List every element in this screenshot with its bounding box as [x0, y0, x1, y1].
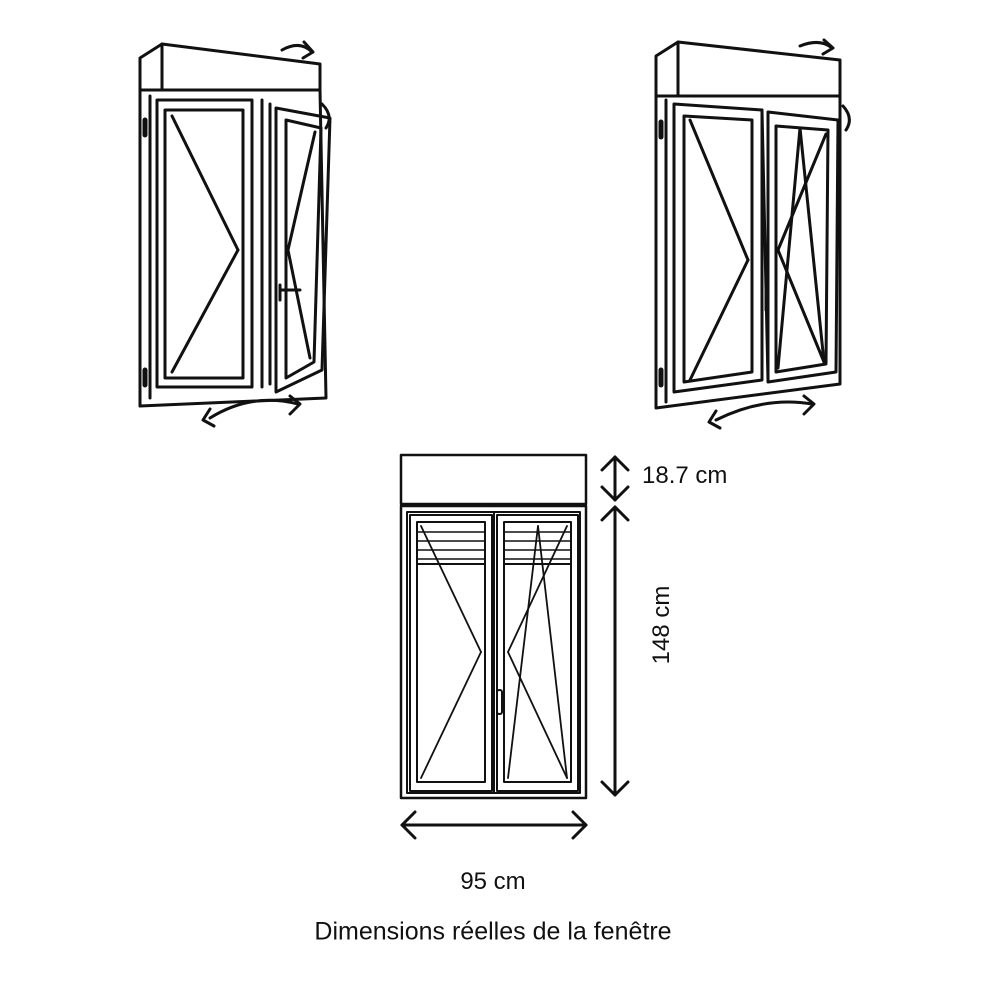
dimension-shutter-arrow [600, 455, 630, 502]
shutter-box-height-label: 18.7 cm [642, 462, 728, 489]
handle-icon [496, 689, 503, 715]
window-frame [399, 504, 588, 800]
window-tilt-illustration [654, 38, 851, 430]
shutter-box [654, 40, 842, 98]
shutter-box [399, 453, 588, 506]
dimension-height-arrow [600, 505, 630, 797]
window-width-label: 95 cm [460, 868, 526, 895]
diagram-caption: Dimensions réelles de la fenêtre [314, 917, 672, 946]
window-height-label: 148 cm [648, 585, 675, 665]
window-front-view [399, 453, 588, 800]
window-frame [654, 94, 842, 410]
window-frame [138, 88, 328, 408]
dimension-width-arrow [400, 810, 588, 840]
shutter-box [138, 42, 322, 92]
window-swing-open-illustration [138, 40, 332, 428]
